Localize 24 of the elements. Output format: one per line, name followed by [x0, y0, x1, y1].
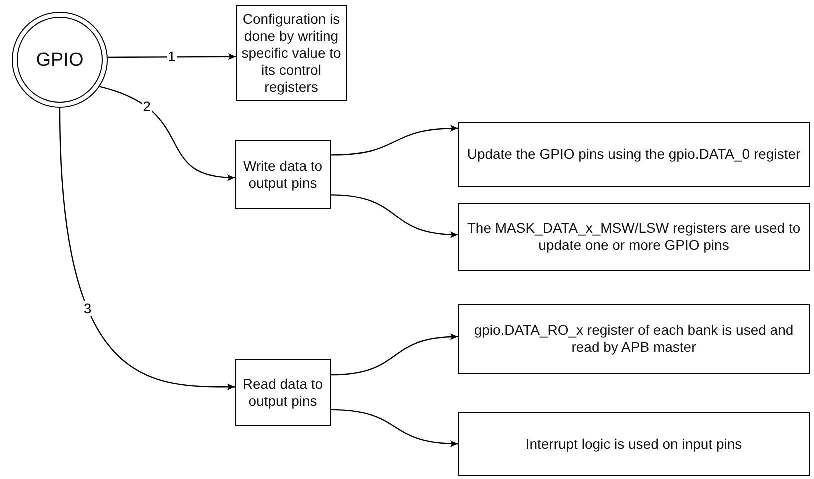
process-box	[235, 359, 331, 426]
edge-label: 3	[82, 301, 93, 316]
arrow	[330, 125, 458, 156]
node-text: Update the GPIO pins using the gpio.DATA_0 register	[467, 146, 801, 163]
node-text: gpio.DATA_RO_x register of each bank is used and read by APB master	[473, 322, 795, 356]
arrow	[330, 409, 458, 448]
node-text: GPIO	[36, 52, 84, 68]
node-text: Interrupt logic is used on input pins	[526, 436, 742, 452]
process-box	[458, 304, 810, 374]
arrow	[330, 194, 458, 238]
arrow	[59, 108, 235, 390]
node-text: Configuration is done by writing specific value to its control registers	[241, 10, 342, 96]
process-box	[458, 122, 810, 187]
process-box	[458, 203, 810, 271]
arrow	[108, 53, 236, 60]
node-text: Read data to output pins	[242, 376, 324, 410]
process-box	[236, 5, 347, 101]
process-box	[235, 140, 331, 209]
edge-label: 2	[142, 100, 152, 115]
node-text: The MASK_DATA_x_MSW/LSW registers are used to update one or more GPIO pins	[466, 220, 802, 254]
node-text: Write data to output pins	[242, 158, 324, 192]
arrow	[100, 86, 236, 181]
arrow	[330, 334, 458, 376]
process-box	[458, 412, 810, 476]
